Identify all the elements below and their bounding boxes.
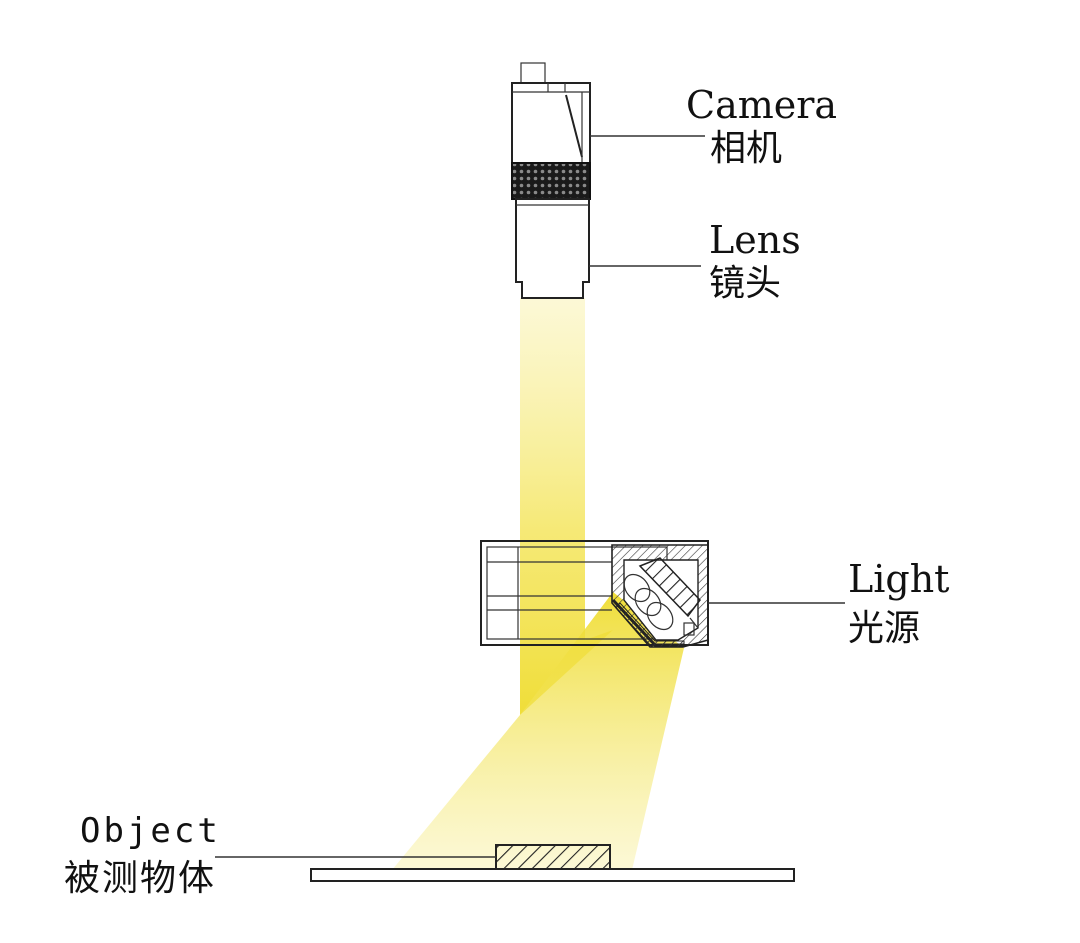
camera — [511, 62, 591, 200]
lens-barrel — [515, 198, 590, 299]
light-label-en: Light — [848, 557, 949, 601]
camera-connector — [520, 62, 546, 84]
camera-label-en: Camera — [686, 83, 837, 127]
cone-beam — [392, 592, 684, 870]
leader-lines — [215, 135, 845, 858]
lens-label-en: Lens — [709, 218, 801, 262]
vertical-beam — [520, 298, 613, 715]
camera-label-zh: 相机 — [710, 128, 782, 169]
base-plate — [310, 868, 795, 882]
light-beam — [392, 298, 684, 870]
led-array — [623, 557, 701, 636]
object-label-en: Object — [80, 811, 221, 851]
object-assembly — [310, 844, 795, 882]
light-label-zh: 光源 — [848, 608, 920, 649]
focus-ring — [511, 162, 591, 200]
object — [495, 844, 611, 870]
lens-label-zh: 镜头 — [709, 263, 781, 304]
camera-body — [511, 82, 591, 164]
lens — [515, 198, 590, 299]
object-label-zh: 被测物体 — [64, 858, 216, 899]
light-source — [480, 540, 709, 648]
